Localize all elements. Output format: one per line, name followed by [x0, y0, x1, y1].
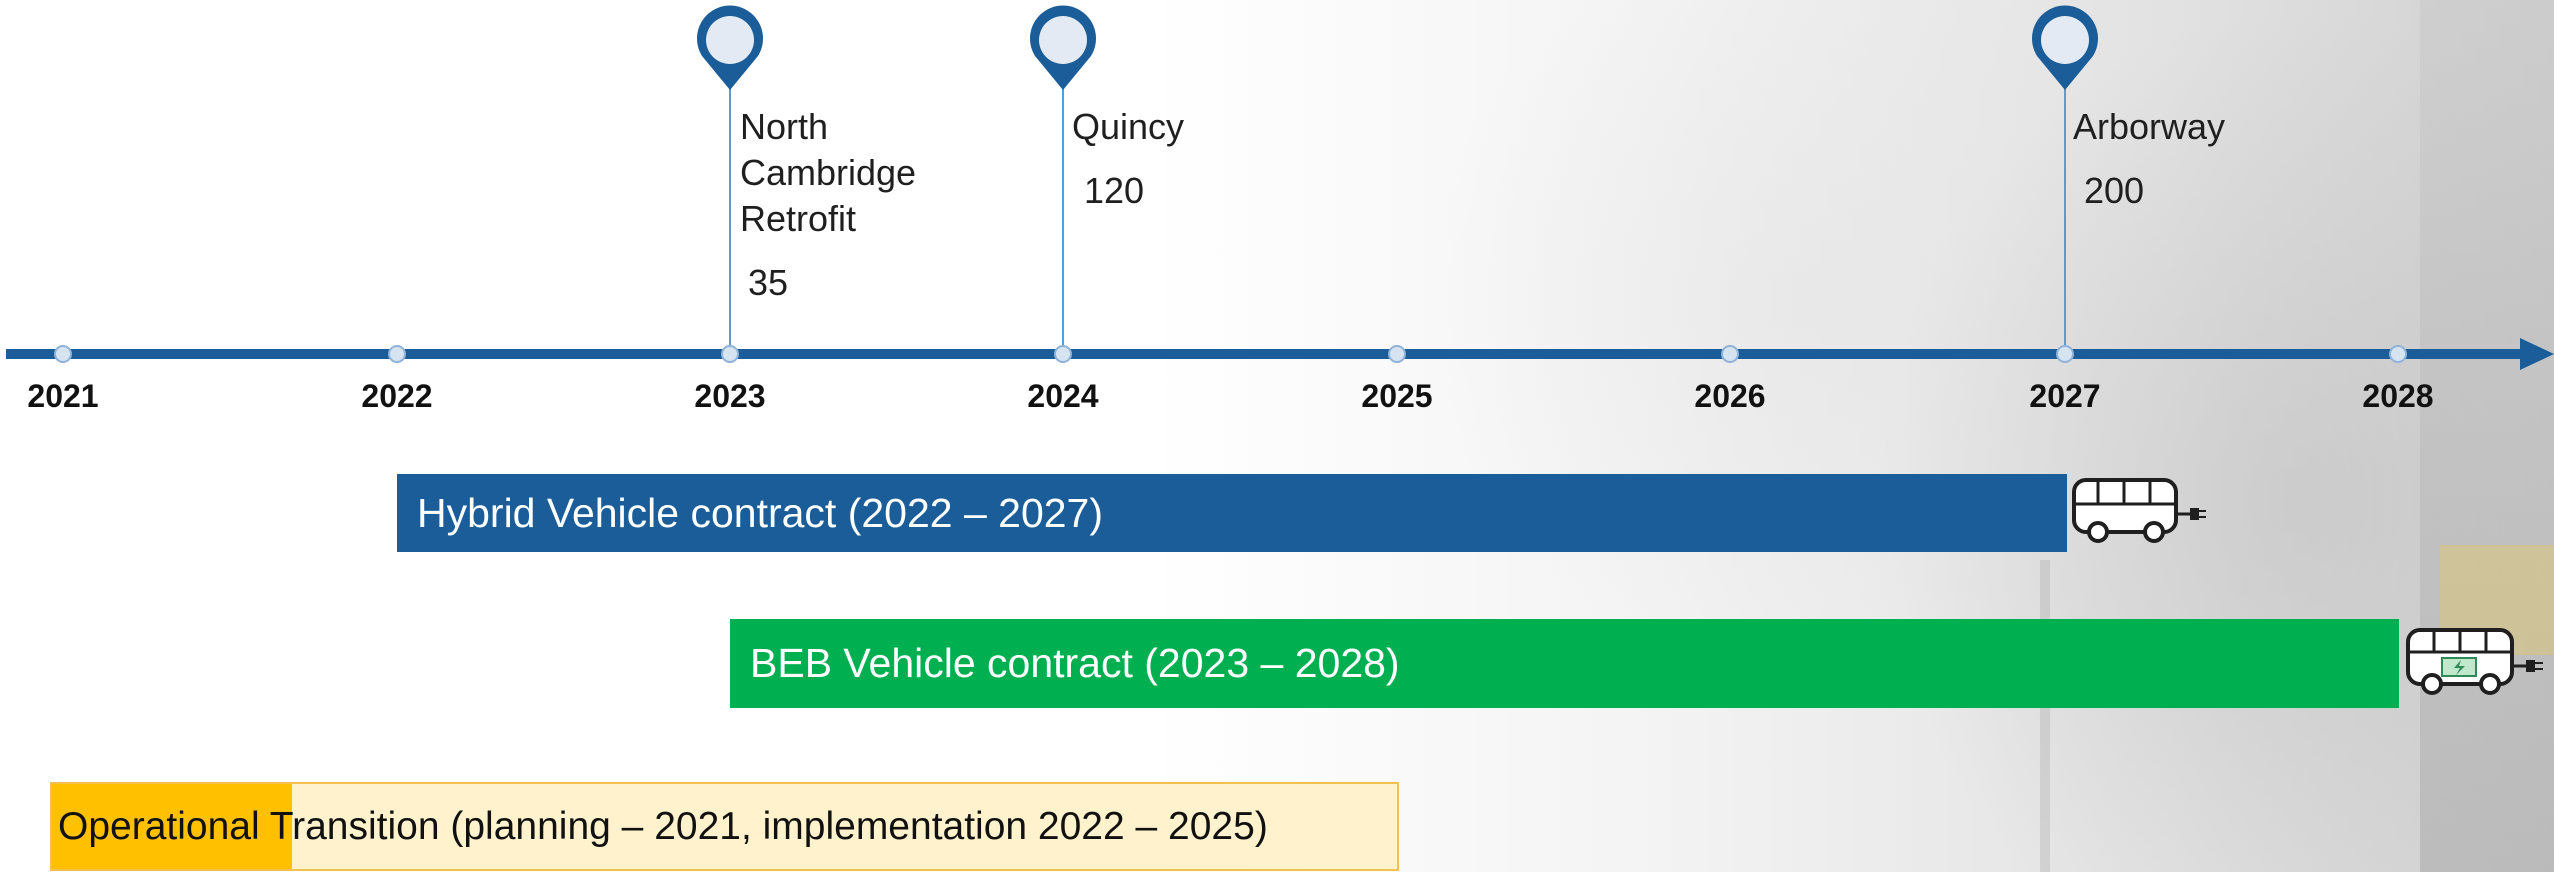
background-pole [2040, 560, 2050, 872]
bus-plug-icon [2072, 478, 2206, 543]
hybrid-contract-bar: Hybrid Vehicle contract (2022 – 2027) [397, 474, 2067, 552]
milestone-quincy-name: Quincy [1072, 104, 1312, 150]
year-ticks [54, 345, 2407, 363]
milestone-arborway-count: 200 [2084, 170, 2145, 211]
year-label-2026: 2026 [1694, 378, 1766, 414]
beb-contract-label: BEB Vehicle contract (2023 – 2028) [750, 640, 1400, 686]
year-tick-2027 [2056, 345, 2074, 363]
timeline-arrowhead [2520, 338, 2554, 370]
year-label-2023: 2023 [694, 378, 766, 414]
milestone-name-line: Cambridge [740, 152, 917, 193]
beb-contract-bar: BEB Vehicle contract (2023 – 2028) [730, 619, 2399, 708]
year-tick-2021 [54, 345, 72, 363]
location-pin-icon [2032, 5, 2098, 91]
operational-transition-label: Operational Transition (planning – 2021,… [58, 805, 1268, 848]
year-label-2025: 2025 [1361, 378, 1433, 414]
milestone-name-line: North [740, 106, 829, 147]
year-tick-2022 [388, 345, 406, 363]
year-label-2028: 2028 [2362, 378, 2434, 414]
milestone-name-line: Retrofit [740, 198, 857, 239]
year-tick-2023 [721, 345, 739, 363]
milestone-name-line: Arborway [2073, 106, 2226, 147]
location-pin-icon [1030, 5, 1096, 91]
electric-bus-icon [2406, 628, 2543, 695]
milestone-north-cambridge-count: 35 [748, 262, 789, 303]
year-label-2022: 2022 [361, 378, 433, 414]
location-pin-icon [697, 5, 763, 91]
operational-transition-bar: Operational Transition (planning – 2021,… [50, 782, 1399, 871]
year-tick-2026 [1721, 345, 1739, 363]
year-tick-2025 [1388, 345, 1406, 363]
milestone-name-line: Quincy [1072, 106, 1185, 147]
year-label-2024: 2024 [1027, 378, 1099, 414]
year-label-2027: 2027 [2029, 378, 2101, 414]
year-tick-2028 [2389, 345, 2407, 363]
hybrid-contract-label: Hybrid Vehicle contract (2022 – 2027) [417, 489, 1104, 536]
milestone-arborway-name: Arborway [2073, 104, 2313, 150]
background-bus-shape [2420, 0, 2554, 872]
milestone-north-cambridge-name: North Cambridge Retrofit [740, 104, 980, 242]
year-label-2021: 2021 [27, 378, 99, 414]
year-tick-2024 [1054, 345, 1072, 363]
milestone-quincy-count: 120 [1084, 170, 1145, 211]
